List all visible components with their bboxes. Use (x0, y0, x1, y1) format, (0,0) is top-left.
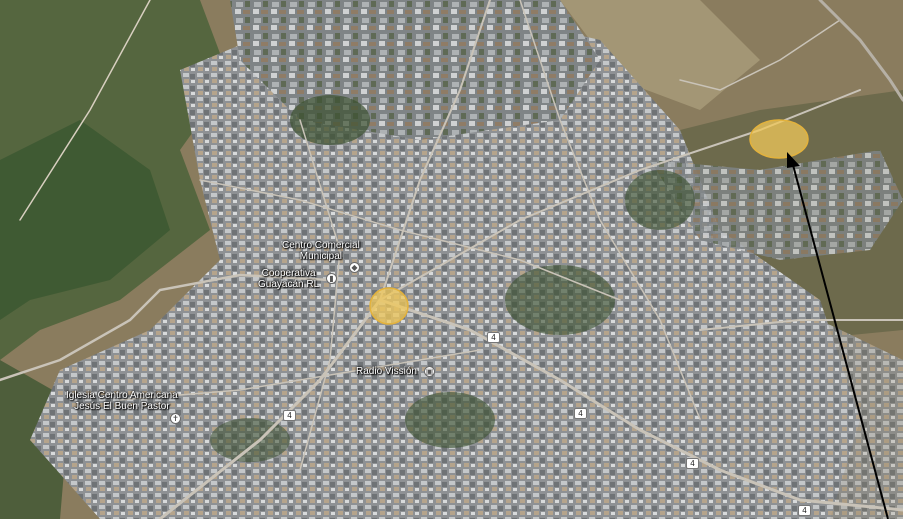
road-local (519, 0, 701, 420)
dry-field-northeast (560, 0, 760, 110)
road-north (379, 0, 491, 301)
tree-cluster (505, 265, 615, 335)
vegetation-west-dark (0, 120, 170, 320)
route-shield-4: 4 (798, 505, 811, 516)
label-iglesia[interactable]: Iglesia Centro Americana Jesús El Buen P… (66, 390, 178, 412)
church-icon[interactable]: ✝ (170, 413, 181, 424)
radio-icon[interactable]: ▣ (424, 366, 435, 377)
highlight-circle-northeast[interactable] (749, 119, 809, 159)
tree-cluster (290, 95, 370, 145)
road-west (0, 273, 332, 382)
label-cooperativa[interactable]: Cooperativa Guayacán RL (258, 268, 320, 290)
tree-cluster (405, 392, 495, 448)
road-local (199, 179, 621, 301)
route-shield-4: 4 (574, 408, 587, 419)
urban-main (30, 10, 860, 519)
highlight-circle-center[interactable] (369, 287, 409, 325)
urban-southeast (700, 320, 903, 519)
road-local (119, 349, 481, 401)
road-northeast (379, 89, 861, 301)
urban-east (650, 150, 903, 260)
route-shield-4: 4 (686, 458, 699, 469)
tree-cluster (625, 170, 695, 230)
road-rail-northeast (818, 0, 903, 102)
route-shield-4: 4 (283, 410, 296, 421)
road-local (679, 19, 841, 91)
shopping-bag-icon[interactable]: ◆ (349, 262, 360, 273)
road-east (699, 319, 903, 331)
tree-cluster (210, 418, 290, 462)
bank-icon[interactable]: ▮ (326, 273, 337, 284)
road-local (299, 119, 341, 471)
label-radio-vission[interactable]: Radio Vissión (356, 366, 417, 377)
arrow-pointer (787, 152, 889, 519)
route-shield-4: 4 (487, 332, 500, 343)
road-diagonal-north (19, 0, 151, 221)
label-centro-comercial[interactable]: Centro Comercial Municipal (282, 240, 360, 262)
